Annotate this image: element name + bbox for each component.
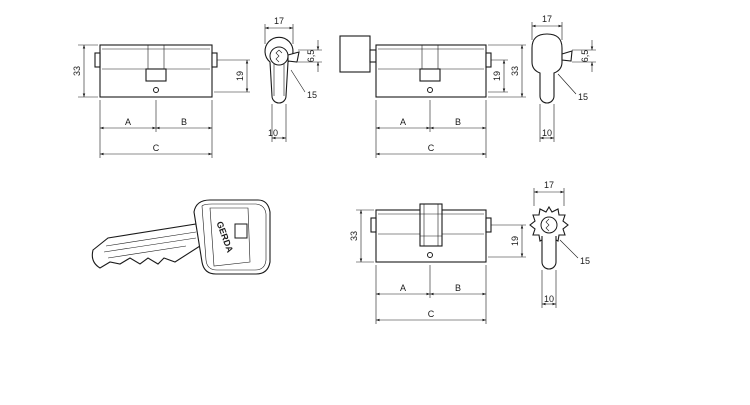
bottom-width-label: 10	[544, 294, 554, 304]
segment-a-label: A	[400, 117, 406, 127]
clutch-cam	[419, 203, 443, 247]
knob-cylinder-profile-view: 17 6,5 15 10	[531, 14, 596, 142]
height-dimension-label: 33	[72, 66, 82, 76]
key-illustration: GERDA	[91, 199, 271, 275]
total-length-label: C	[428, 309, 435, 319]
cam-tab	[561, 50, 573, 62]
cam-height-dimension-label: 19	[492, 71, 502, 81]
fixing-hole	[153, 87, 159, 93]
knob-cylinder-front-view: 33 19 A B C	[339, 35, 526, 158]
cam	[145, 68, 167, 82]
radius-label: 15	[578, 92, 588, 102]
segment-a-label: A	[400, 283, 406, 293]
clutch-cylinder-front-view: 33 19 A B C	[349, 203, 526, 324]
double-cylinder-profile-view: 17 6,5 15 10	[264, 16, 322, 142]
bottom-width-label: 10	[268, 128, 278, 138]
cam-width-label: 6,5	[580, 50, 590, 63]
profile-stem	[541, 236, 557, 270]
profile-outline	[264, 36, 294, 104]
radius-label: 15	[307, 90, 317, 100]
key-blade	[91, 223, 201, 269]
total-length-label: C	[428, 143, 435, 153]
segment-b-label: B	[181, 117, 187, 127]
cam	[419, 68, 441, 82]
segment-b-label: B	[455, 117, 461, 127]
cam-height-dimension-label: 19	[235, 71, 245, 81]
segment-b-label: B	[455, 283, 461, 293]
profile-width-label: 17	[544, 180, 554, 190]
double-cylinder-front-view: 33 19 A B C	[72, 44, 250, 158]
radius-label: 15	[580, 256, 590, 266]
profile-width-label: 17	[542, 14, 552, 24]
profile-width-label: 17	[274, 16, 284, 26]
height-dimension-label: 33	[510, 66, 520, 76]
knob-profile-outline	[531, 33, 563, 104]
cam-width-label: 6,5	[306, 50, 316, 63]
cam-tab	[287, 51, 300, 63]
key-hole	[234, 223, 248, 239]
height-dimension-label: 33	[349, 231, 359, 241]
total-length-label: C	[153, 143, 160, 153]
thumb-turn-knob	[339, 35, 371, 73]
segment-a-label: A	[125, 117, 131, 127]
bottom-width-label: 10	[542, 128, 552, 138]
key-bow	[193, 199, 271, 275]
clutch-cylinder-profile-view: 17 15 10	[529, 180, 590, 308]
cam-height-dimension-label: 19	[510, 236, 520, 246]
